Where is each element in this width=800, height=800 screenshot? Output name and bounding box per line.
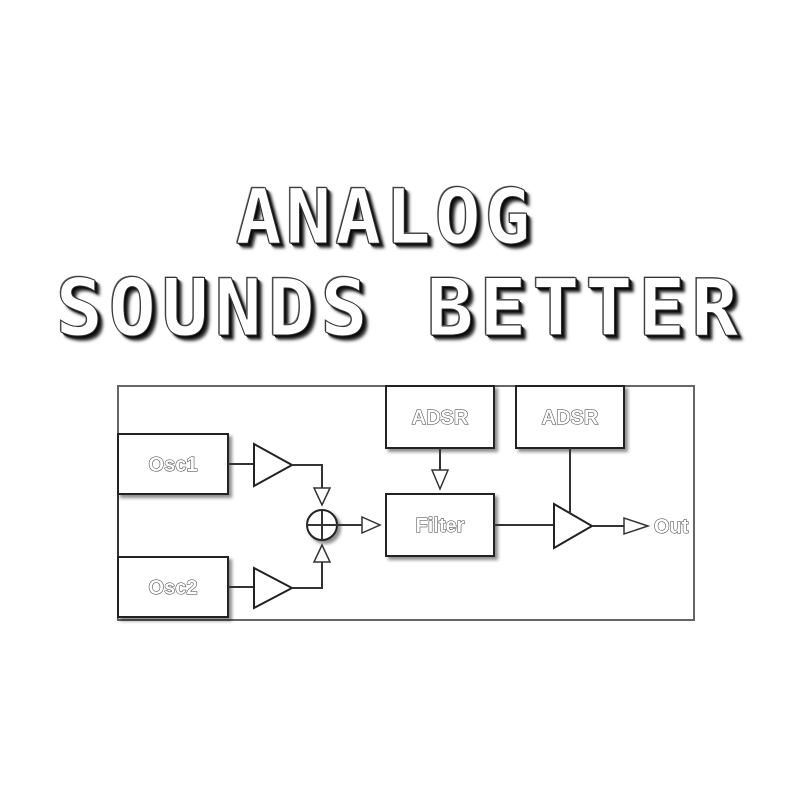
headline-line-2: SOUNDS BETTER — [55, 264, 745, 355]
adsr-filter-label: ADSR — [412, 407, 469, 429]
out-label: Out — [654, 516, 689, 538]
vca-triangle — [553, 502, 594, 550]
mixer-node — [306, 509, 338, 541]
amp2-triangle — [253, 566, 295, 610]
adsr-amp-block: ADSR — [515, 385, 625, 449]
amp1-arrow — [312, 487, 332, 507]
mixer-arrow — [361, 515, 382, 535]
filter-label: Filter — [416, 515, 465, 537]
filter-block: Filter — [385, 493, 495, 557]
osc2-block: Osc2 — [117, 556, 229, 618]
osc1-label: Osc1 — [149, 454, 198, 476]
amp2-arrow — [312, 543, 332, 563]
amp1-triangle — [253, 442, 295, 488]
osc2-label: Osc2 — [149, 577, 198, 599]
adsr-filter-arrow — [430, 469, 450, 491]
out-arrow — [623, 516, 651, 536]
adsr-filter-block: ADSR — [385, 385, 495, 449]
headline-line-1: ANALOG — [235, 172, 535, 262]
osc1-block: Osc1 — [117, 433, 229, 495]
amp2-to-mixer-wire — [292, 562, 323, 589]
adsr-amp-label: ADSR — [542, 407, 599, 429]
amp1-to-mixer-wire — [292, 464, 323, 488]
